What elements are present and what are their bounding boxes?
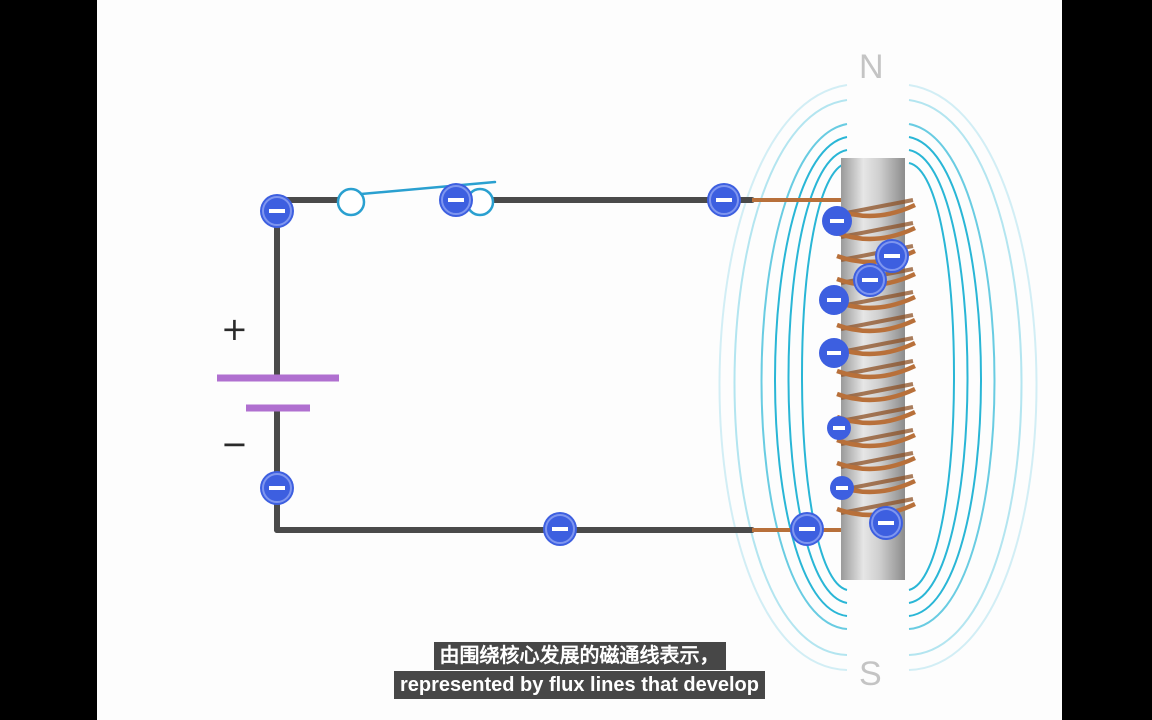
electron-icon xyxy=(875,239,909,273)
video-frame: N S + − 由围绕核心发展的磁通线表示， represented by fl… xyxy=(97,0,1062,720)
subtitle-line-en: represented by flux lines that develop xyxy=(97,671,1062,699)
electron-icon xyxy=(707,183,741,217)
electron-icon xyxy=(869,506,903,540)
flux-lines-right xyxy=(908,84,1038,671)
subtitle-line-zh: 由围绕核心发展的磁通线表示， xyxy=(97,642,1062,670)
electron-icon xyxy=(260,471,294,505)
flux-lines-left xyxy=(718,84,848,671)
electromagnet-diagram xyxy=(217,84,1038,671)
electron-icon xyxy=(819,285,849,315)
subtitle-text-en: represented by flux lines that develop xyxy=(394,671,765,699)
battery-plus-sign: + xyxy=(221,310,248,348)
electron-icon xyxy=(819,338,849,368)
battery-icon xyxy=(217,374,339,412)
subtitle-text-zh: 由围绕核心发展的磁通线表示， xyxy=(433,642,726,670)
electron-icon xyxy=(822,206,852,236)
circuit-wires xyxy=(274,197,755,533)
electron-icon xyxy=(790,512,824,546)
electron-icon xyxy=(439,183,473,217)
battery-minus-sign: − xyxy=(221,425,248,463)
electron-icon xyxy=(827,416,851,440)
electron-icon xyxy=(830,476,854,500)
electron-icon xyxy=(260,194,294,228)
electron-icon xyxy=(543,512,577,546)
electron-icon xyxy=(853,263,887,297)
north-pole-label: N xyxy=(859,48,884,86)
south-pole-label: S xyxy=(859,655,882,693)
